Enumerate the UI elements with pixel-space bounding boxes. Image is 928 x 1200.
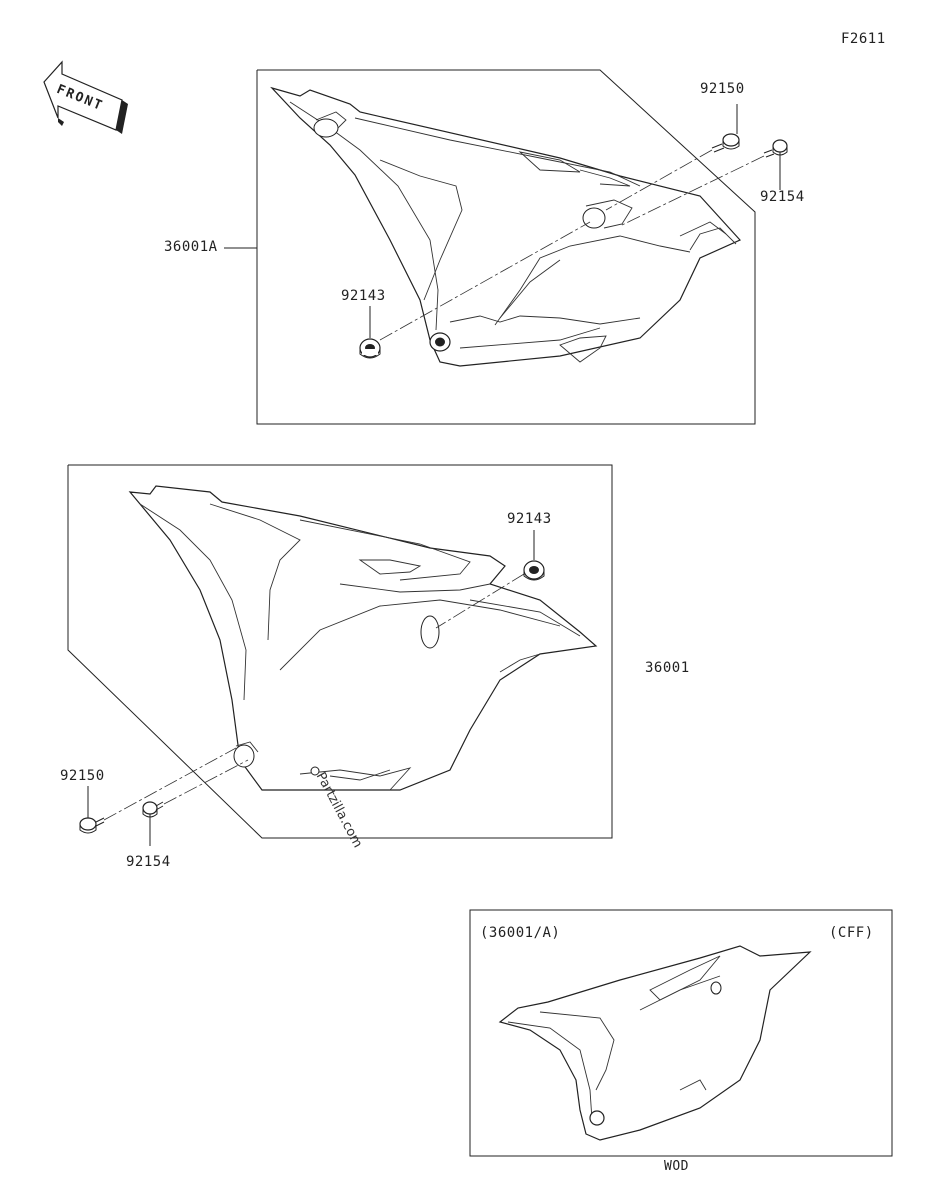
middle-label-36001: 36001 [645,660,690,676]
middle-label-92143: 92143 [507,511,552,527]
middle-label-92154: 92154 [126,854,171,870]
upper-bolt-92154-icon [763,139,788,158]
middle-panel-frame [67,464,613,839]
upper-panel-frame [256,69,756,425]
upper-bolt-92150-icon [711,133,740,153]
upper-label-92154: 92154 [760,189,805,205]
upper-washer-icon [359,338,381,359]
middle-washer-icon [523,560,545,581]
inset-frame [469,909,893,1157]
inset-ref-label: (36001/A) [480,925,561,941]
inset-caption: WOD [664,1159,689,1174]
front-arrow-icon [43,60,128,134]
inset-note-label: (CFF) [829,925,874,941]
inset-side-cover [498,945,812,1141]
upper-label-92143: 92143 [341,288,386,304]
upper-side-cover [270,86,741,367]
middle-side-cover [128,485,598,791]
middle-bolt-92154-icon [142,801,164,818]
upper-label-92150: 92150 [700,81,745,97]
middle-label-92150: 92150 [60,768,105,784]
upper-label-36001A: 36001A [164,239,218,255]
middle-bolt-92150-icon [79,817,105,834]
figure-code: F2611 [841,31,886,47]
